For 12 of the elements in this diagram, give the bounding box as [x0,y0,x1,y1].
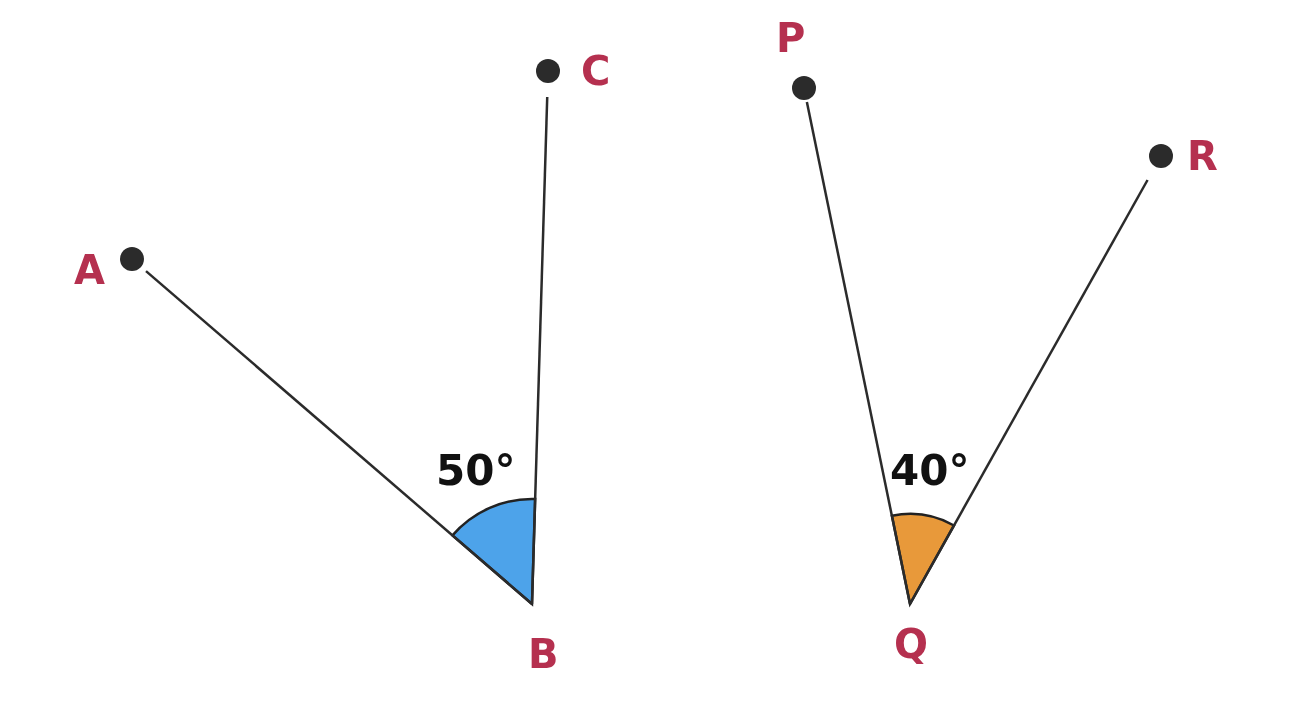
point-label: B [528,632,559,676]
line-segment [145,270,533,605]
line-segment [805,101,912,605]
point-label: Q [894,622,928,666]
angle-measure: 40° [890,448,970,494]
point-label: P [776,16,806,60]
line-segment [530,96,549,605]
point-label: C [581,49,611,93]
line-segment [908,179,1149,605]
angle-measure: 50° [436,448,516,494]
point-label: R [1187,134,1218,178]
point-label: A [74,248,105,292]
